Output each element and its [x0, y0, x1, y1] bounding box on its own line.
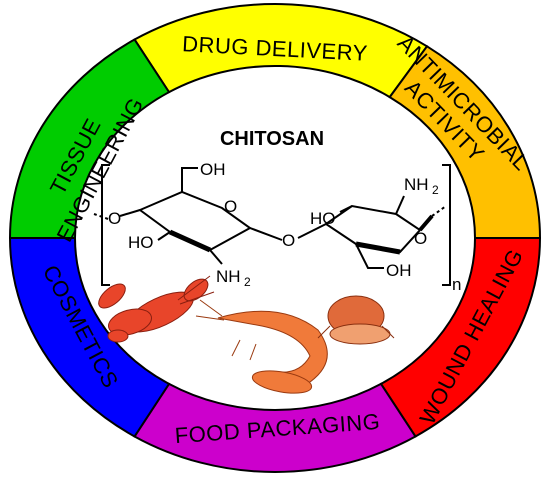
oh-bottom-label: OH: [386, 261, 412, 280]
wedge-bond: [418, 214, 434, 232]
chitosan-structure: [93, 164, 451, 286]
chitosan-title: CHITOSAN: [220, 128, 324, 150]
o-left-label: O: [108, 209, 121, 228]
left-bracket: [101, 164, 110, 286]
lobster-icon: [98, 275, 215, 343]
application-ring: [8, 3, 542, 473]
ch2oh-bond-2: [355, 243, 384, 269]
n-subscript-label: n: [452, 275, 461, 294]
ring-o1-label: O: [224, 197, 237, 216]
ho-bond-2: [339, 205, 353, 213]
chain-left: [93, 213, 109, 220]
nh2-bottom-label: NH: [216, 267, 241, 286]
chain-right: [431, 205, 447, 217]
bridge-bond-b: [297, 223, 327, 239]
crab-icon: [317, 295, 395, 345]
nh2-bond-1: [209, 249, 223, 265]
ring2-bold-edge: [355, 241, 401, 255]
nh2-bottom-sub: 2: [244, 275, 251, 289]
ch2oh-bond: [181, 167, 198, 192]
ring1-bold-edge: [168, 229, 212, 253]
nh2-top-label: NH: [404, 175, 429, 194]
structure-labels: CHITOSAN OH O O HO NH 2 O HO NH 2 O OH n: [108, 128, 461, 294]
shrimp-icon: [195, 299, 328, 394]
right-bracket: [442, 164, 451, 286]
bridge-bond-a: [249, 227, 283, 241]
nh2-bond-2: [395, 195, 405, 215]
ho-bond-1: [157, 231, 171, 241]
ho-left-label: HO: [128, 233, 154, 252]
ring-segment-tissue-engineering: [8, 38, 171, 239]
ho-right-label: HO: [310, 209, 336, 228]
nh2-top-sub: 2: [432, 183, 439, 197]
glycosidic-left-bond: [119, 209, 141, 217]
oh-top-label: OH: [200, 160, 226, 179]
bridge-o-label: O: [282, 231, 295, 250]
ring-o2-label: O: [414, 229, 427, 248]
